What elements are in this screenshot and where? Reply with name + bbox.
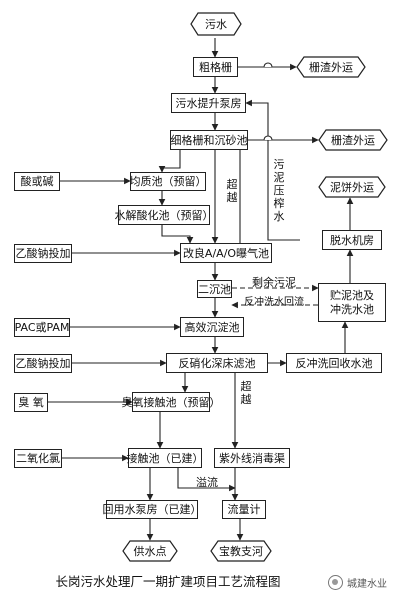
press-water-label: 污泥压榨水 — [273, 158, 285, 223]
secondary-clarifier-box: 二沉池 — [197, 280, 232, 298]
watermark: 城建水业 — [328, 575, 387, 590]
ozone-input-box: 臭 氧 — [14, 393, 48, 412]
bypass-label-1: 超越 — [226, 178, 238, 204]
river-label: 宝教支河 — [219, 545, 263, 558]
high-efficiency-sedimentation-box: 高效沉淀池 — [180, 317, 244, 337]
backwash-recovery-box: 反冲洗回收水池 — [286, 353, 382, 373]
hydrolysis-box: 水解酸化池（预留） — [115, 205, 214, 225]
sludge-cake-output: 泥饼外运 — [318, 176, 386, 198]
line-crossing — [263, 62, 273, 68]
sodium-acetate-input-box-2: 乙酸钠投加 — [14, 354, 72, 373]
reuse-pump-box: 回用水泵房（已建） — [103, 500, 202, 519]
sludge-cake-label: 泥饼外运 — [330, 181, 374, 194]
chlorine-dioxide-input-box: 二氧化氯 — [14, 449, 62, 468]
fine-screen-grit-box: 细格栅和沉砂池 — [170, 130, 248, 150]
backwash-return-label: 反冲洗水回流 — [244, 297, 304, 308]
dewatering-box: 脱水机房 — [322, 230, 382, 250]
contact-tank-box: 接触池（已建） — [127, 448, 204, 468]
water-supply-label: 供水点 — [133, 545, 167, 558]
uv-disinfection-box: 紫外线消毒渠 — [214, 448, 290, 468]
lift-pump-box: 污水提升泵房 — [171, 93, 246, 113]
equalization-box: 均质池（预留） — [130, 172, 207, 191]
screenings-label-2: 栅渣外运 — [331, 134, 375, 147]
line-crossing — [263, 135, 273, 141]
ozone-contact-box: 臭氧接触池（预留） — [122, 392, 221, 412]
river-output: 宝教支河 — [210, 540, 272, 562]
excess-sludge-label: 剩余污泥 — [252, 276, 296, 289]
wastewater-label: 污水 — [205, 18, 227, 31]
water-supply-output: 供水点 — [122, 540, 178, 562]
flow-line — [245, 99, 300, 241]
sludge-storage-box: 贮泥池及冲洗水池 — [318, 283, 386, 322]
screenings-output-2: 栅渣外运 — [318, 129, 388, 151]
flow-line — [177, 468, 236, 492]
watermark-logo-icon — [328, 575, 343, 590]
bypass-label-2: 超越 — [240, 380, 252, 406]
overflow-label: 溢流 — [196, 476, 218, 489]
flow-line — [158, 150, 181, 173]
watermark-text: 城建水业 — [347, 579, 387, 590]
flow-line — [161, 225, 194, 244]
aao-box: 改良A/A/O曝气池 — [180, 243, 272, 263]
diagram-caption: 长岗污水处理厂一期扩建项目工艺流程图 — [55, 574, 281, 589]
acid-base-input-box: 酸或碱 — [14, 172, 60, 191]
screenings-label-1: 栅渣外运 — [309, 61, 353, 74]
flowmeter-box: 流量计 — [222, 500, 266, 519]
coarse-screen-box: 粗格栅 — [193, 57, 238, 77]
pac-pam-input-box: PAC或PAM — [14, 318, 70, 337]
denitrification-filter-box: 反硝化深床滤池 — [166, 353, 268, 373]
screenings-output-1: 栅渣外运 — [296, 56, 366, 78]
wastewater-terminal: 污水 — [190, 12, 242, 36]
sodium-acetate-input-box-1: 乙酸钠投加 — [14, 244, 72, 263]
